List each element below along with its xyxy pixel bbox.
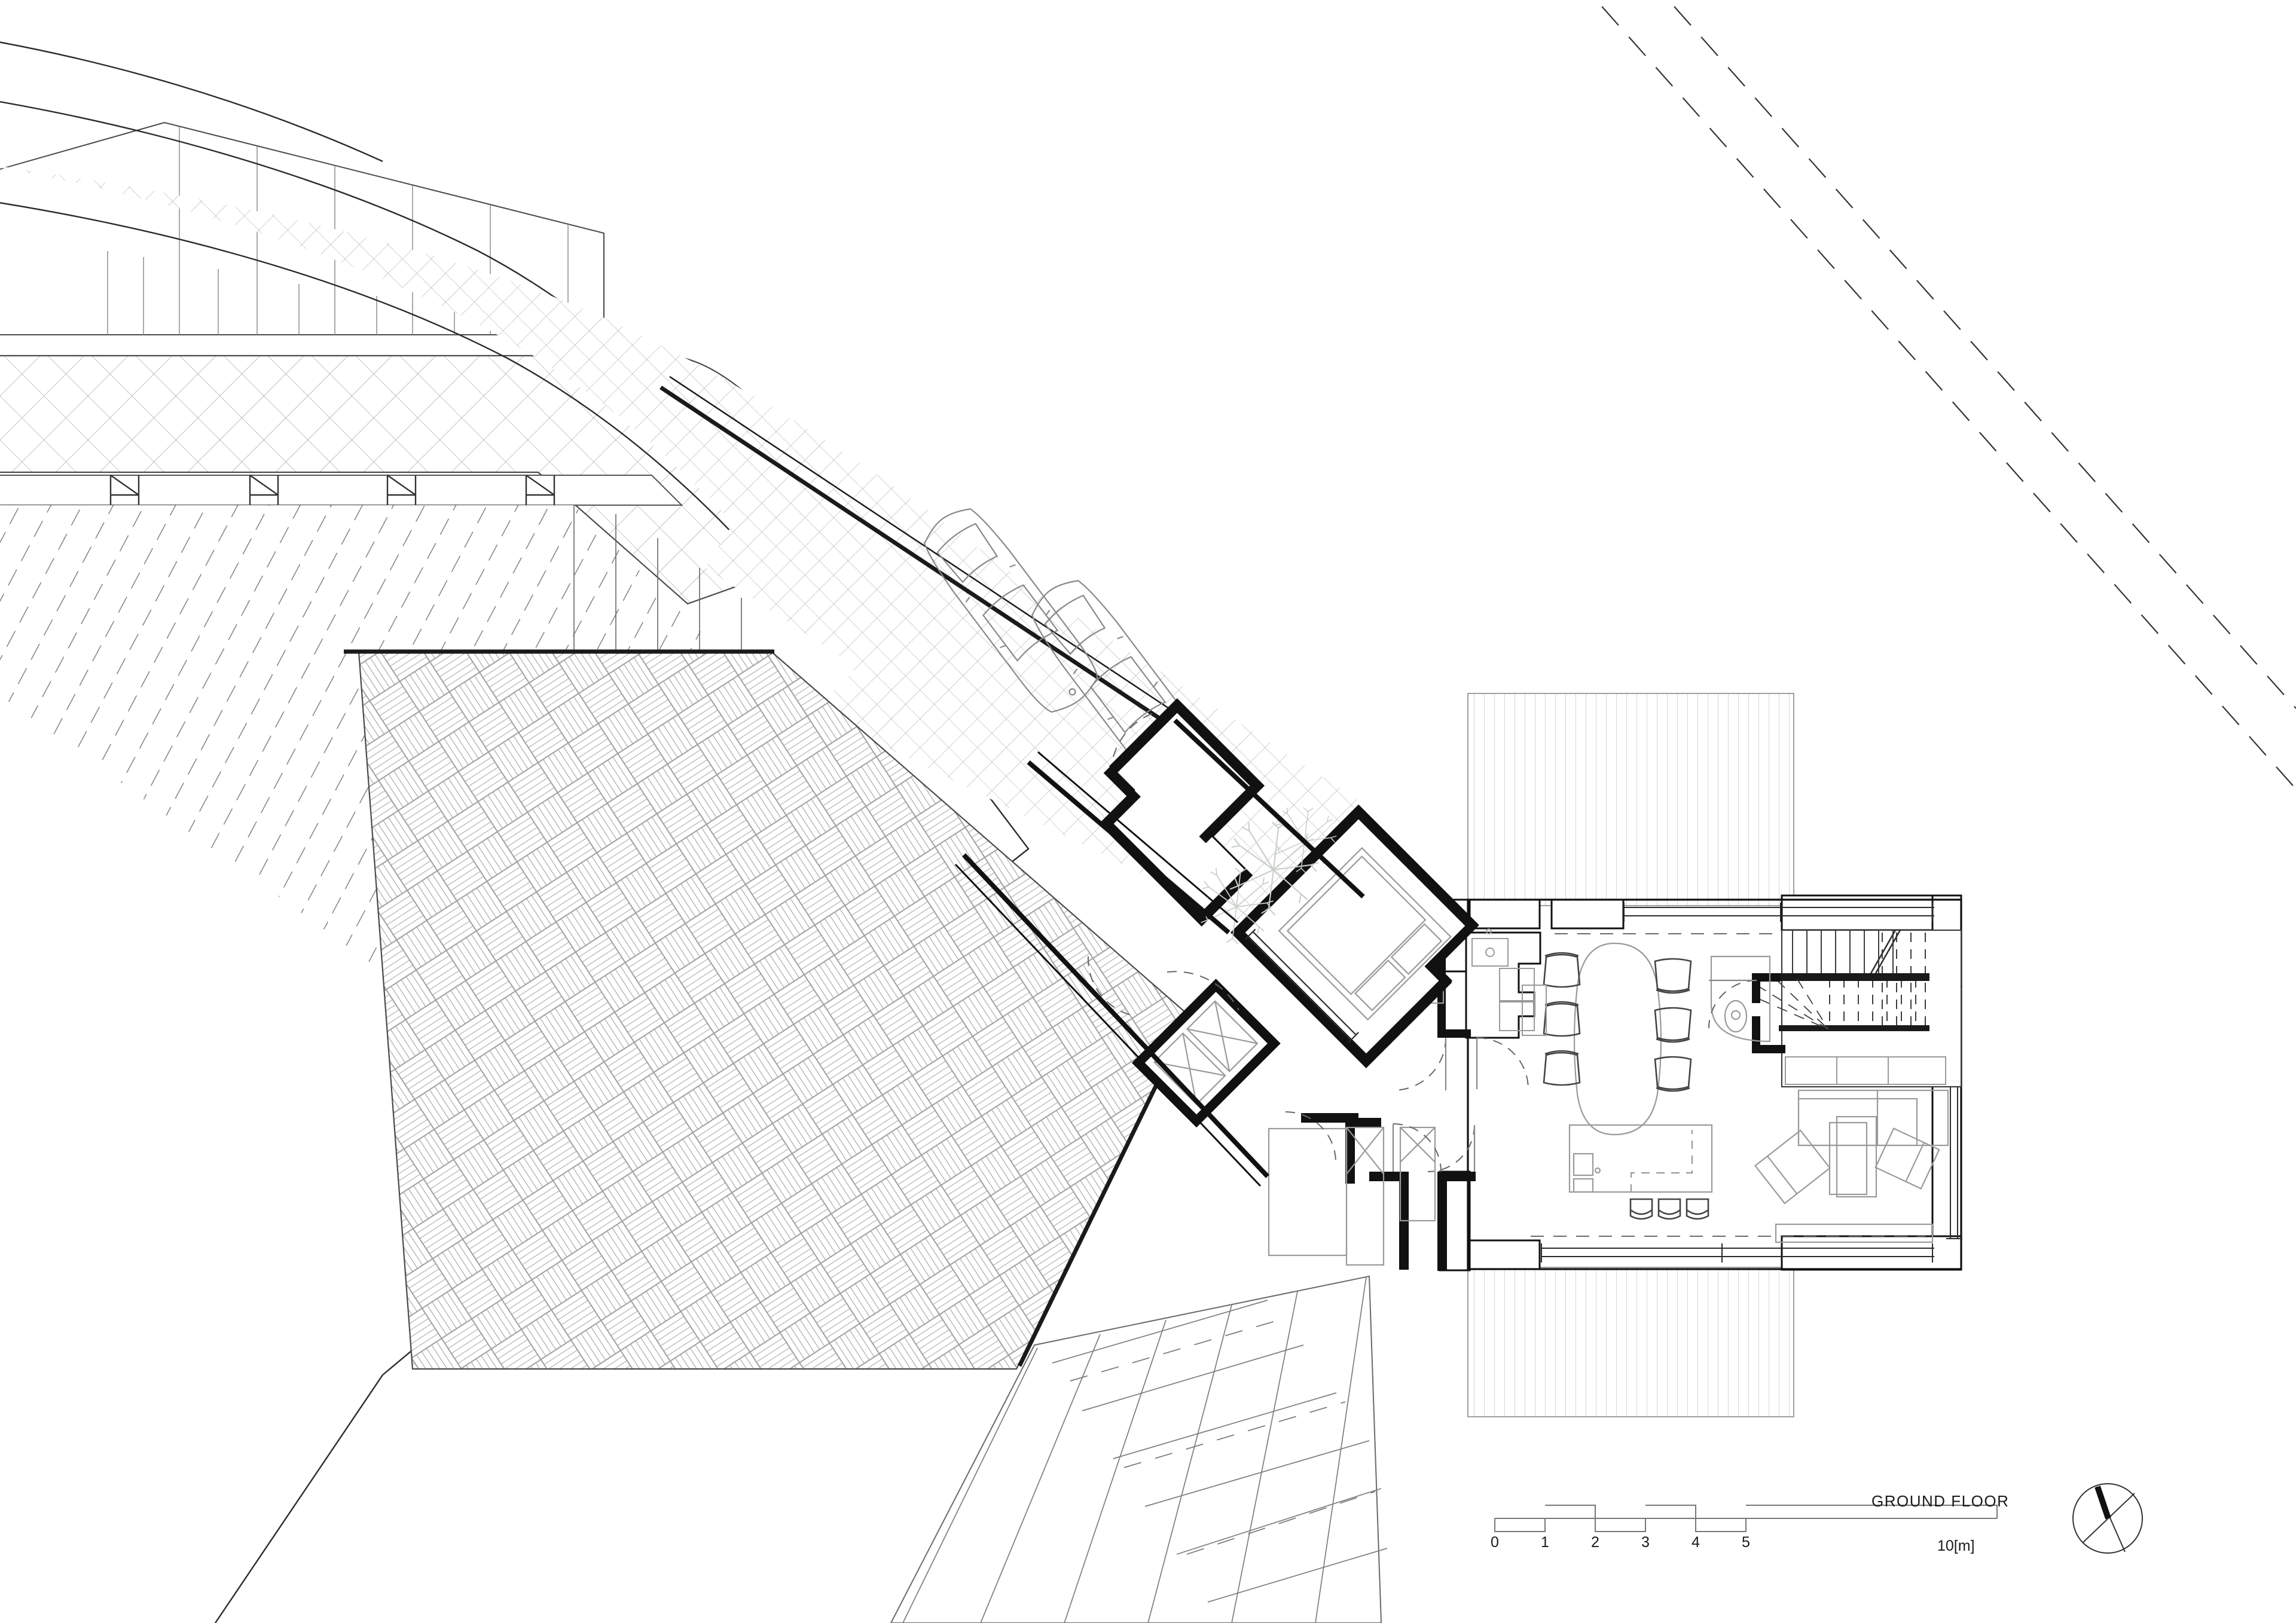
wardrobe-2 <box>1399 1126 1436 1222</box>
wing-door-swings <box>1087 711 1336 1163</box>
deck-terrace-south <box>1467 1267 1794 1417</box>
scale-tick-2: 2 <box>1591 1534 1599 1551</box>
stair-screen <box>1710 955 1771 1043</box>
stair-walls <box>1752 973 1785 1053</box>
bed <box>1278 847 1452 1021</box>
page-title: GROUND FLOOR <box>1871 1492 2010 1510</box>
property-boundary <box>1595 0 2296 790</box>
wardrobe-3 <box>1268 1127 1348 1257</box>
north-compass <box>2072 1483 2143 1554</box>
bar-stools <box>1629 1198 1709 1220</box>
console-table <box>1785 1056 1946 1085</box>
kitchen-counter-lines <box>1471 928 1547 1036</box>
scale-tick-3: 3 <box>1641 1534 1650 1551</box>
wing-perimeter-thin <box>954 751 1262 1187</box>
retaining-wall-posts <box>0 475 683 507</box>
door-leaves <box>1392 979 1757 1172</box>
sofa-sectional <box>1797 1089 1949 1147</box>
sideboard-south <box>1775 1223 1934 1243</box>
north-needle <box>2095 1486 2111 1520</box>
glazing-south <box>1541 1243 1934 1263</box>
scale-tick-0: 0 <box>1491 1534 1499 1551</box>
overhead-dashed <box>1531 933 1925 1237</box>
glazing-north <box>1623 903 1934 922</box>
armchair-left <box>1754 1129 1831 1205</box>
staircase <box>1756 930 1962 1087</box>
car-1 <box>924 508 1098 713</box>
door-swings <box>1393 980 1757 1172</box>
scale-tick-1: 1 <box>1541 1534 1549 1551</box>
scale-tick-5: 5 <box>1742 1534 1750 1551</box>
scale-tick-4: 4 <box>1692 1534 1700 1551</box>
scale-bar <box>1494 1505 1998 1532</box>
wing-perimeter-heavy <box>962 719 1365 1178</box>
coffee-table <box>1836 1115 1877 1198</box>
main-wing-outline <box>1467 898 1962 1270</box>
scale-unit-label: 10[m] <box>1937 1538 1975 1554</box>
armchair-right <box>1874 1127 1940 1190</box>
garden-terracing <box>890 1275 1388 1623</box>
deck-terrace-north <box>1467 693 1794 906</box>
kitchen-island <box>1568 1124 1713 1193</box>
tv-unit <box>1828 1121 1868 1196</box>
dining-chairs <box>1543 952 1692 1092</box>
